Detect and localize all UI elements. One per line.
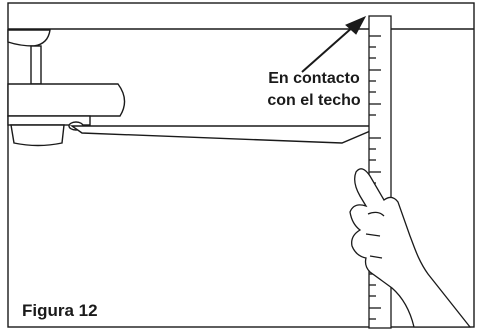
fan-light-cap bbox=[10, 124, 65, 147]
frame-border bbox=[7, 2, 475, 328]
arrow-shaft bbox=[301, 25, 355, 73]
fan-blade bbox=[69, 125, 383, 144]
thumb-crease bbox=[367, 211, 385, 217]
arrow-head bbox=[345, 15, 367, 35]
fan-motor-housing bbox=[7, 83, 126, 117]
knuckle-line-1 bbox=[365, 233, 381, 237]
figure-caption: Figura 12 bbox=[22, 301, 98, 320]
ceiling-fan bbox=[7, 29, 383, 147]
contact-pointer-arrow bbox=[301, 15, 367, 73]
fan-canopy bbox=[7, 29, 51, 47]
hand-outline bbox=[349, 168, 472, 328]
callout-line-2: con el techo bbox=[267, 92, 361, 109]
ceiling-contact-callout: En contacto con el techo bbox=[244, 68, 384, 112]
hand bbox=[349, 168, 472, 328]
callout-line-1: En contacto bbox=[268, 70, 360, 87]
room-frame bbox=[7, 2, 475, 328]
knuckle-line-2 bbox=[369, 255, 383, 259]
fan-downrod bbox=[30, 45, 42, 85]
